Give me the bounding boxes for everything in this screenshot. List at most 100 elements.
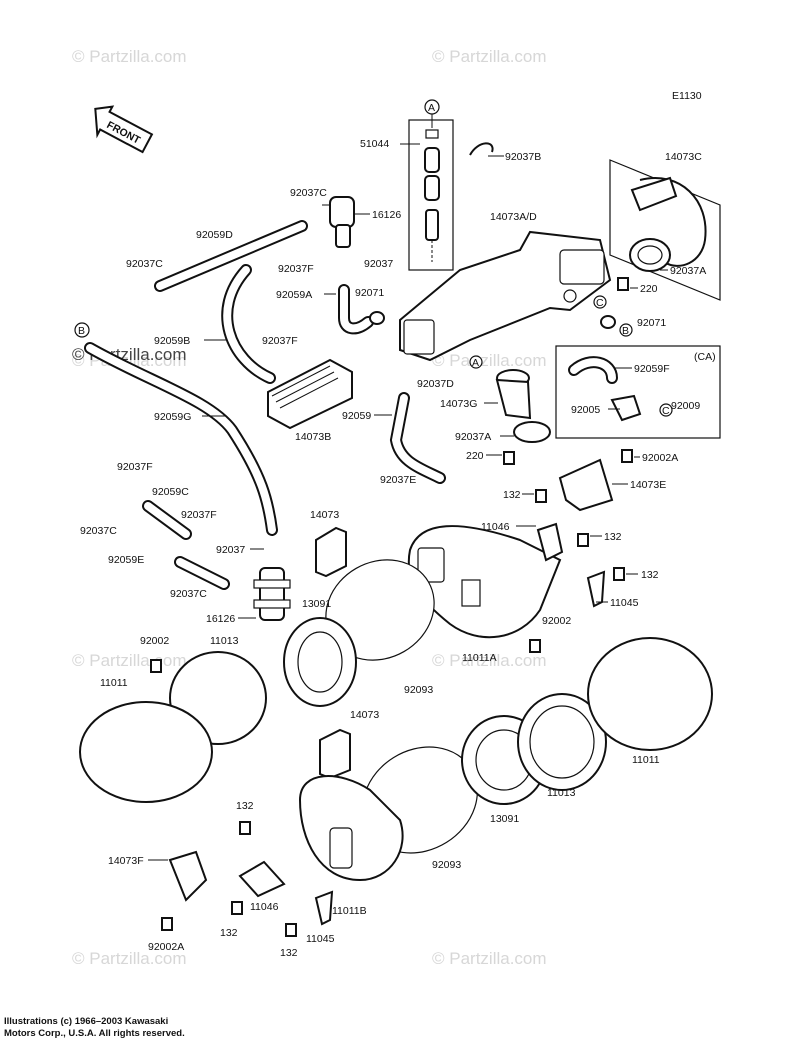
clip-92037b xyxy=(469,142,494,156)
part-label: 92037F xyxy=(278,263,314,275)
callout-marker-b xyxy=(74,322,90,338)
part-label: 11011A xyxy=(462,652,497,664)
callout-marker-b2 xyxy=(619,323,633,337)
part-label: 92037B xyxy=(505,151,541,163)
part-label: 11011B xyxy=(332,905,367,917)
part-label: 92037C xyxy=(290,187,327,199)
copyright-line-2: Motors Corp., U.S.A. All rights reserved… xyxy=(4,1028,185,1039)
part-label: 92037A xyxy=(455,431,491,443)
part-label: 92037D xyxy=(417,378,454,390)
watermark: © Partzilla.com xyxy=(432,949,547,968)
part-label: 92002A xyxy=(642,452,678,464)
part-label: 92059G xyxy=(154,411,191,423)
copyright-line-1: Illustrations (c) 1966–2003 Kawasaki xyxy=(4,1016,169,1027)
part-label: 92059F xyxy=(634,363,670,375)
part-label: 11046 xyxy=(250,901,279,913)
part-label: 220 xyxy=(466,450,484,462)
part-label: 92037A xyxy=(670,265,706,277)
part-label: 11045 xyxy=(610,597,639,609)
intake-duct-14073ad xyxy=(399,230,612,362)
marker-a-text: A xyxy=(428,102,435,114)
part-label: 92002A xyxy=(148,941,184,953)
callout-marker-a2 xyxy=(469,355,483,369)
part-label: 51044 xyxy=(360,138,389,150)
part-label: 132 xyxy=(236,800,254,812)
watermark: © Partzilla.com xyxy=(72,651,187,670)
grommet-92071 xyxy=(600,315,616,329)
part-label: 14073B xyxy=(295,431,331,443)
marker-c2-text: C xyxy=(662,405,670,417)
part-label: 92059 xyxy=(342,410,371,422)
snorkel-duct-14073c xyxy=(609,159,721,301)
part-label: 14073F xyxy=(108,855,144,867)
part-label: 92009 xyxy=(671,400,700,412)
part-label: 14073A/D xyxy=(490,211,537,223)
hoses xyxy=(84,220,446,590)
part-label: 14073E xyxy=(630,479,666,491)
part-label: 14073G xyxy=(440,398,477,410)
part-label: 92093 xyxy=(404,684,433,696)
part-label: 92037F xyxy=(262,335,298,347)
part-label: 11011 xyxy=(632,754,660,766)
elbow-14073g xyxy=(495,369,551,443)
part-label: 92059E xyxy=(108,554,144,566)
part-label: 132 xyxy=(280,947,298,959)
part-label: 132 xyxy=(604,531,622,543)
part-label: 92005 xyxy=(571,404,600,416)
part-label: 92093 xyxy=(432,859,461,871)
filter-duct-14073b xyxy=(267,358,353,430)
part-label: 11046 xyxy=(481,521,510,533)
part-label: 14073 xyxy=(350,709,379,721)
part-labels: 51044 92037B 14073C 92037C 16126 14073A/… xyxy=(80,138,706,959)
part-label: 92037C xyxy=(170,588,207,600)
part-label: 220 xyxy=(640,283,658,295)
part-label: 92037C xyxy=(126,258,163,270)
screws xyxy=(150,277,633,937)
air-cleaner-left xyxy=(168,637,713,926)
part-label: 92059A xyxy=(276,289,312,301)
part-label: 16126 xyxy=(372,209,401,221)
watermark: © Partzilla.com xyxy=(432,47,547,66)
part-label: 92002 xyxy=(140,635,169,647)
part-label: 16126 xyxy=(206,613,235,625)
part-label: 13091 xyxy=(490,813,519,825)
marker-b2-text: B xyxy=(622,325,629,337)
watermark: © Partzilla.com xyxy=(432,651,547,670)
part-label: 132 xyxy=(503,489,521,501)
air-cleaner-right xyxy=(79,458,614,803)
part-label: 92059D xyxy=(196,229,233,241)
part-label: 92071 xyxy=(637,317,666,329)
variant-label: (CA) xyxy=(694,351,716,363)
part-label: 11013 xyxy=(547,787,576,799)
part-label: 92037E xyxy=(380,474,416,486)
callout-marker-c xyxy=(593,295,607,309)
part-label: 11045 xyxy=(306,933,335,945)
part-label: 11013 xyxy=(210,635,239,647)
marker-c-text: C xyxy=(596,297,604,309)
part-label: 92037F xyxy=(117,461,153,473)
breather-assembly-51044: A xyxy=(408,99,454,271)
part-label: 13091 xyxy=(302,598,331,610)
copyright-notice: Illustrations (c) 1966–2003 Kawasaki Mot… xyxy=(4,1016,264,1040)
part-label: 132 xyxy=(641,569,659,581)
part-label: 92037F xyxy=(181,509,217,521)
part-label: 132 xyxy=(220,927,238,939)
part-label: 92037 xyxy=(364,258,393,270)
part-label: 14073 xyxy=(310,509,339,521)
ca-detail-box: (CA) xyxy=(555,345,721,439)
grommet-92071 xyxy=(369,311,385,325)
part-label: 92037C xyxy=(80,525,117,537)
callout-marker-c2 xyxy=(659,403,673,417)
diagram-code: E1130 xyxy=(672,90,702,102)
valve-16126-upper xyxy=(322,196,355,248)
part-label: 14073C xyxy=(665,151,702,163)
part-label: 92059C xyxy=(152,486,189,498)
valve-16126-lower xyxy=(253,567,291,621)
part-label: 92037 xyxy=(216,544,245,556)
watermark: © Partzilla.com xyxy=(72,949,187,968)
watermark: © Partzilla.com xyxy=(72,47,187,66)
marker-b-text: B xyxy=(78,325,85,337)
part-label: 92059B xyxy=(154,335,190,347)
part-label: 92071 xyxy=(355,287,384,299)
